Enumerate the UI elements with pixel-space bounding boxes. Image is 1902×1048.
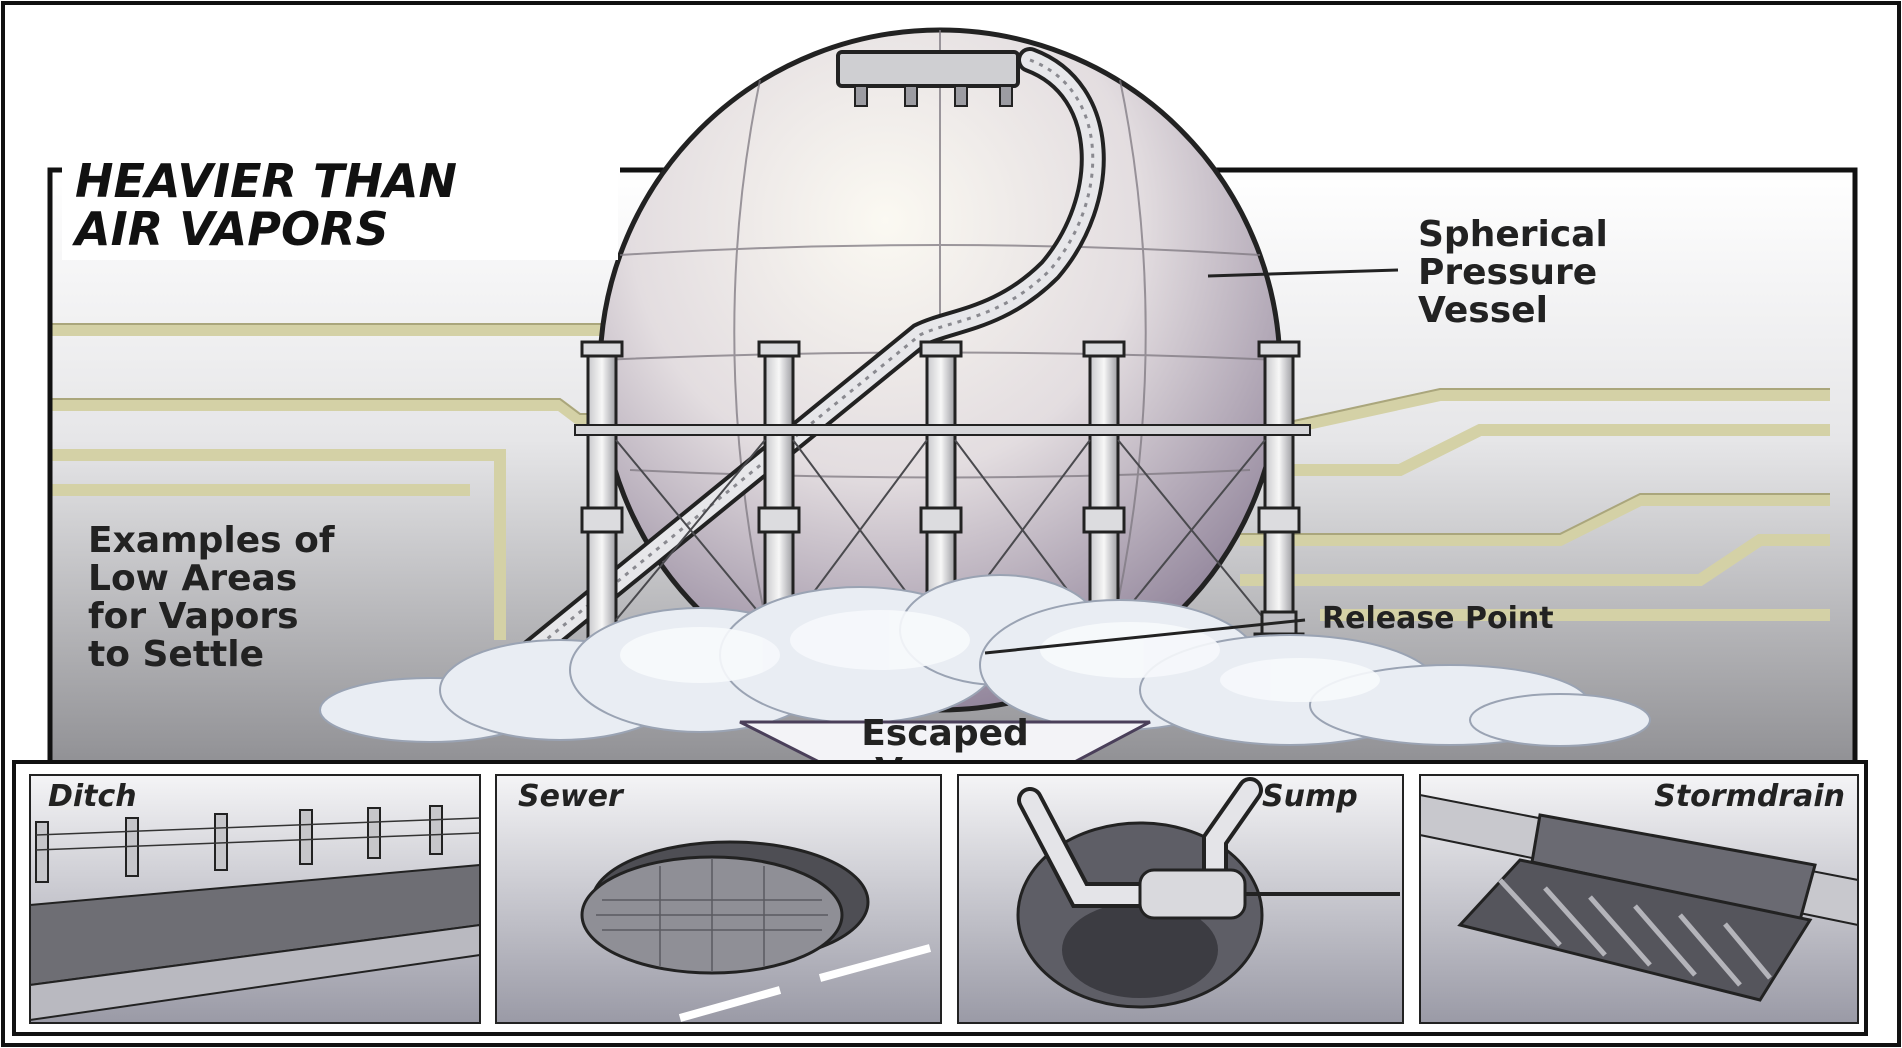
panel-stormdrain: Stormdrain [1419, 774, 1859, 1024]
panel-ditch: Ditch [29, 774, 481, 1024]
support-legs [580, 340, 1301, 647]
vessel-label-line-1: Spherical [1418, 214, 1608, 255]
ditch-fence [35, 805, 443, 883]
escaped-vapors-line-1: Escaped [861, 713, 1029, 754]
low-areas-line-4: to Settle [88, 634, 264, 675]
panel-label-ditch: Ditch [48, 779, 137, 814]
title-line-1: HEAVIER THAN [75, 154, 457, 208]
low-areas-line-3: for Vapors [88, 596, 299, 637]
manway-bolts [854, 85, 1013, 107]
support-ring [574, 424, 1311, 436]
vapor-cloud-highlights [620, 610, 1380, 702]
low-areas-line-1: Examples of [88, 520, 335, 561]
panel-label-stormdrain: Stormdrain [1654, 779, 1845, 814]
title-line-2: AIR VAPORS [72, 202, 389, 256]
panel-sump: Sump [957, 774, 1404, 1024]
ditch-wires [35, 817, 481, 851]
release-point-leader-line [984, 618, 1306, 655]
release-point-label: Release Point [1322, 601, 1554, 636]
ditch-bank [29, 923, 481, 1022]
vessel-label-line-3: Vessel [1418, 290, 1548, 331]
cross-bracing [615, 439, 1266, 621]
stormdrain-grate-bars [1498, 878, 1772, 987]
sewer-road-line [678, 944, 932, 1022]
title-backdrop [62, 150, 618, 260]
vessel-leader-line [1207, 268, 1399, 278]
background-pipes [50, 324, 1830, 640]
panel-sewer: Sewer [495, 774, 942, 1024]
panel-label-sump: Sump [1262, 779, 1358, 814]
panel-label-sewer: Sewer [518, 779, 625, 814]
vapor-cloud [319, 574, 1651, 747]
vessel-label-line-2: Pressure [1418, 252, 1597, 293]
low-areas-line-2: Low Areas [88, 558, 297, 599]
sewer-cover-grid [596, 858, 828, 972]
vessel-top-manway [836, 50, 1020, 88]
sump-pump [1138, 868, 1247, 920]
